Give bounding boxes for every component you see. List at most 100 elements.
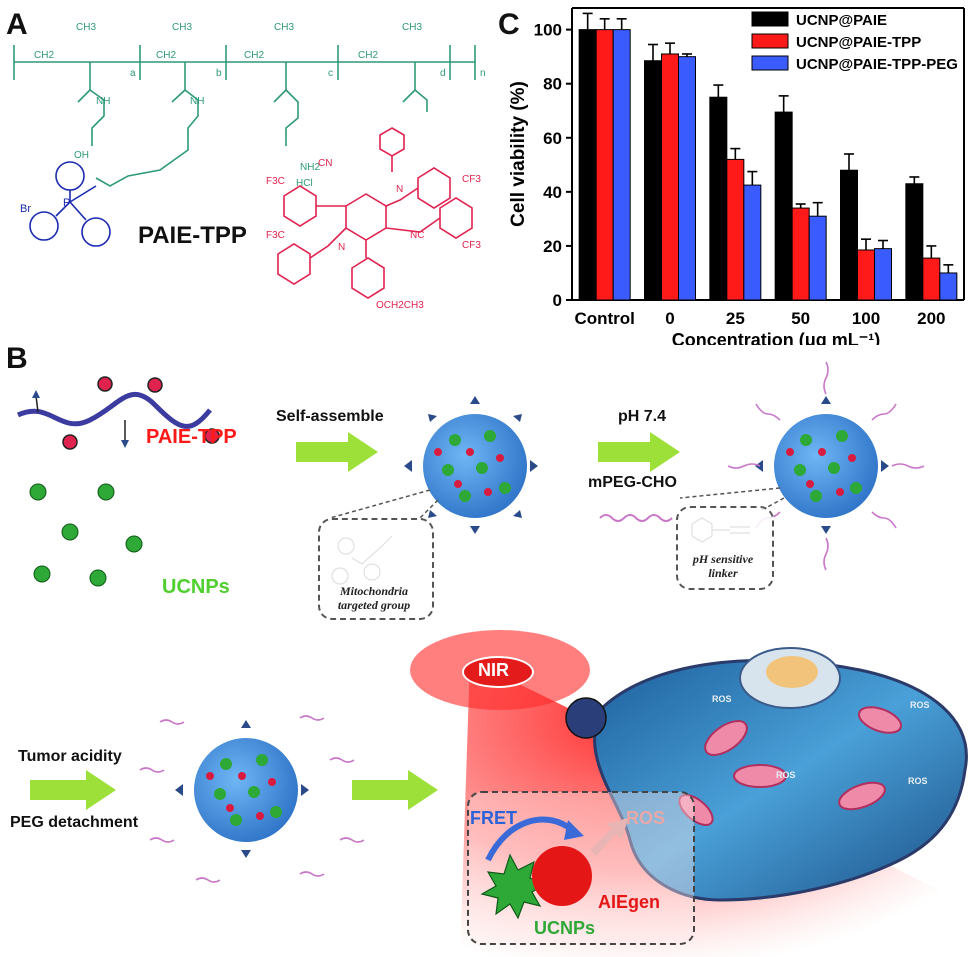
polymer-backbone <box>13 45 476 187</box>
scheme-graphics <box>16 361 968 957</box>
polymer-chain <box>16 376 220 450</box>
svg-text:a: a <box>130 68 136 79</box>
tpp-group <box>29 161 111 247</box>
aiegen-structure <box>277 127 473 299</box>
bar-2 <box>857 249 875 301</box>
svg-text:CF3: CF3 <box>462 174 481 185</box>
polymer-label: PAIE-TPP <box>146 426 237 448</box>
nir-label: NIR <box>478 660 509 680</box>
legend-label: UCNP@PAIE-TPP <box>796 34 921 51</box>
svg-text:CH3: CH3 <box>274 22 294 33</box>
legend-swatch <box>751 11 789 27</box>
svg-text:Br: Br <box>20 203 31 215</box>
y-axis-label: Cell viability (%) <box>508 81 529 227</box>
bar-1 <box>774 111 793 301</box>
svg-text:N: N <box>338 242 345 253</box>
fret-arrow-icon <box>485 816 574 862</box>
svg-text:NH2: NH2 <box>300 162 320 173</box>
svg-text:CH3: CH3 <box>402 22 422 33</box>
aiegen-label: AIEgen <box>598 892 661 912</box>
step-ph: pH 7.4 <box>618 408 667 425</box>
svg-text:CH2: CH2 <box>244 50 264 61</box>
bar-3 <box>743 184 762 301</box>
svg-text:NC: NC <box>410 230 424 241</box>
nanoparticle-surface <box>565 697 607 739</box>
svg-text:P: P <box>63 197 70 209</box>
panel-label-c: C <box>498 8 520 41</box>
svg-text:F3C: F3C <box>266 176 285 187</box>
x-tick-label: 0 <box>665 309 674 328</box>
y-tick-label: 0 <box>553 291 562 310</box>
bar-1 <box>905 183 924 301</box>
svg-text:CH3: CH3 <box>76 22 96 33</box>
svg-text:F3C: F3C <box>266 230 285 241</box>
bar-3 <box>678 56 696 301</box>
aiegen-labels: F3C F3C CN NC CF3 CF3 N N OCH2CH3 <box>266 158 481 310</box>
fret-label: FRET <box>470 808 517 828</box>
cell-ros-label-4: ROS <box>908 776 928 786</box>
bar-2 <box>791 207 810 301</box>
legend-swatch <box>751 33 789 49</box>
nanoparticle-1 <box>404 396 538 534</box>
x-tick-label: Control <box>574 309 634 328</box>
x-tick-label: 200 <box>917 309 945 328</box>
chemical-structure: CH2 CH3 a CH2 CH3 b CH2 CH3 c CH2 CH3 d … <box>13 22 486 310</box>
svg-text:HCl: HCl <box>296 178 313 189</box>
y-tick-label: 40 <box>543 183 562 202</box>
y-tick-label: 80 <box>543 75 562 94</box>
ucnp-star-icon <box>480 853 548 920</box>
bar-1 <box>709 96 728 301</box>
bar-1 <box>578 29 597 301</box>
ros-inset-label: ROS <box>626 808 666 828</box>
svg-text:OCH2CH3: OCH2CH3 <box>376 300 424 310</box>
cell-ros-label-1: ROS <box>712 694 732 704</box>
mitochondria-targeted-callout <box>318 518 434 620</box>
cell-ros-label-2: ROS <box>910 700 930 710</box>
bar-2 <box>922 257 941 301</box>
svg-text:OH: OH <box>74 150 89 161</box>
bar-3 <box>808 215 827 301</box>
tpp-labels: P Br <box>20 197 70 215</box>
svg-text:CH2: CH2 <box>34 50 54 61</box>
y-tick-label: 20 <box>543 237 562 256</box>
svg-text:d: d <box>440 68 446 79</box>
backbone-labels: CH2 CH3 a CH2 CH3 b CH2 CH3 c CH2 CH3 d … <box>34 22 486 189</box>
bar-2 <box>595 29 614 301</box>
ucnp-particles <box>29 483 143 587</box>
y-tick-label: 60 <box>543 129 562 148</box>
svg-text:N: N <box>396 184 403 195</box>
legend-label: UCNP@PAIE <box>796 12 887 29</box>
panel-label-a: A <box>6 8 28 41</box>
ucnp-label: UCNPs <box>162 576 230 598</box>
x-tick-label: 25 <box>726 309 745 328</box>
legend-swatch <box>751 55 789 71</box>
bar-2 <box>726 158 745 301</box>
legend-label: UCNP@PAIE-TPP-PEG <box>796 56 958 73</box>
mitochondria <box>678 706 903 826</box>
panel-label-b: B <box>6 342 28 375</box>
svg-text:b: b <box>216 68 222 79</box>
svg-text:CN: CN <box>318 158 332 169</box>
structure-name: PAIE-TPP <box>138 222 247 249</box>
bar-3 <box>612 29 631 301</box>
nanoparticle-2 <box>727 361 925 571</box>
nir-badge <box>462 656 534 688</box>
x-axis-label: Concentration (μg mL⁻¹) <box>672 330 881 345</box>
nanoparticle-3 <box>139 715 365 883</box>
bar-2 <box>661 53 679 301</box>
bar-1 <box>644 60 662 301</box>
x-tick-label: 100 <box>852 309 880 328</box>
svg-text:CF3: CF3 <box>462 240 481 251</box>
x-tick-label: 50 <box>791 309 810 328</box>
peg-chain-icon <box>599 514 673 522</box>
bar-1 <box>840 169 858 301</box>
svg-text:CH3: CH3 <box>172 22 192 33</box>
nucleolus <box>766 656 818 688</box>
bar-3 <box>939 272 958 301</box>
svg-text:CH2: CH2 <box>156 50 176 61</box>
ph-linker-callout <box>676 506 774 590</box>
process-arrows <box>30 432 680 810</box>
step-mpeg: mPEG-CHO <box>588 474 677 491</box>
svg-text:NH: NH <box>96 96 110 107</box>
